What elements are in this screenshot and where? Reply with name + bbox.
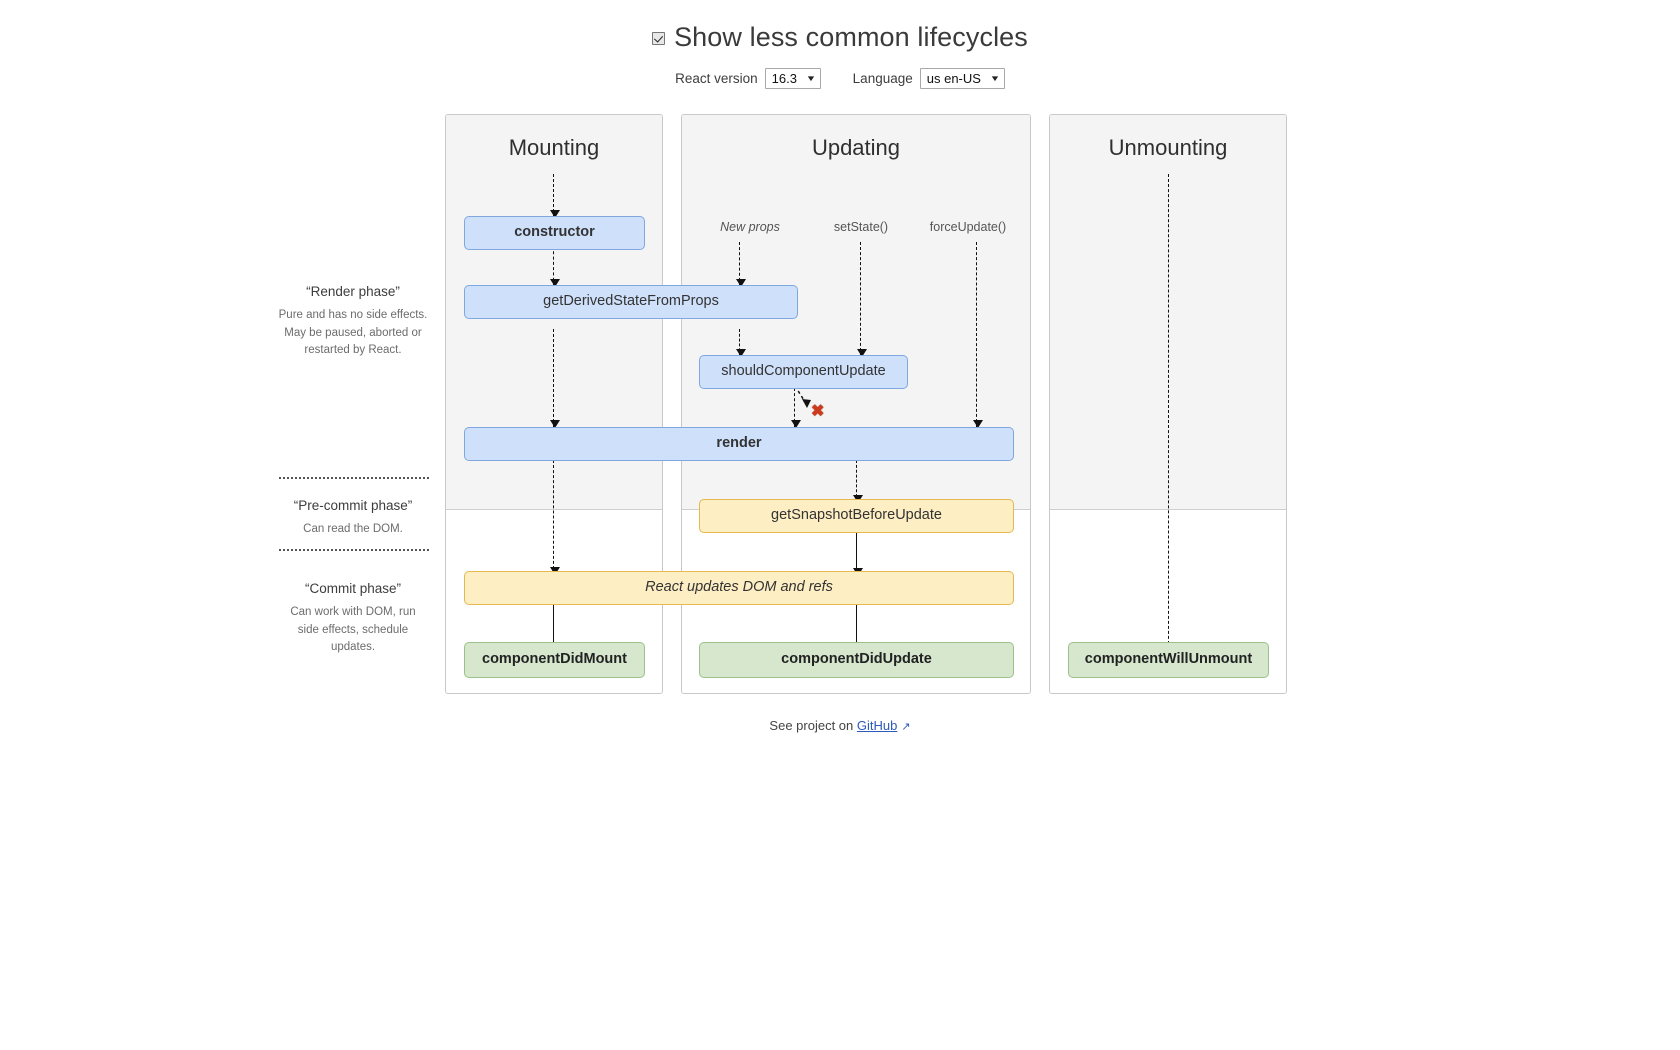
- phase-render: “Render phase” Pure and has no side effe…: [268, 284, 438, 360]
- box-component-will-unmount[interactable]: componentWillUnmount: [1068, 642, 1269, 678]
- box-get-derived-state-from-props[interactable]: getDerivedStateFromProps: [464, 285, 798, 319]
- footer: See project on GitHub↗: [0, 718, 1680, 733]
- page-title: Show less common lifecycles: [652, 22, 1028, 53]
- skip-update-marker: ✖: [811, 403, 825, 420]
- phase-divider-bottom: [279, 549, 429, 551]
- box-get-snapshot-before-update[interactable]: getSnapshotBeforeUpdate: [699, 499, 1014, 533]
- language-select[interactable]: us en-US ▼: [919, 68, 1005, 89]
- box-render[interactable]: render: [464, 427, 1014, 461]
- box-component-did-mount[interactable]: componentDidMount: [464, 642, 645, 678]
- phase-pre-commit-title: “Pre-commit phase”: [293, 498, 413, 513]
- phase-commit: “Commit phase” Can work with DOM, run si…: [268, 581, 438, 657]
- column-unmounting-title: Unmounting: [1108, 135, 1228, 160]
- box-constructor[interactable]: constructor: [464, 216, 645, 250]
- column-mounting: Mounting: [445, 114, 663, 694]
- chevron-down-icon: ▼: [805, 74, 817, 83]
- box-component-did-update[interactable]: componentDidUpdate: [699, 642, 1014, 678]
- react-version-label: React version: [675, 71, 758, 86]
- mounting-phase-divider: [446, 509, 662, 510]
- phase-pre-commit-desc: Can read the DOM.: [303, 523, 403, 535]
- box-should-component-update[interactable]: shouldComponentUpdate: [699, 355, 908, 389]
- column-mounting-title: Mounting: [508, 135, 600, 160]
- external-link-icon: ↗: [901, 721, 911, 733]
- react-version-control: React version 16.3 ▼: [675, 68, 821, 89]
- react-version-select[interactable]: 16.3 ▼: [764, 68, 821, 89]
- phase-render-desc: Pure and has no side effects. May be pau…: [278, 309, 428, 356]
- trigger-setstate: setState(): [833, 220, 889, 234]
- footer-prefix: See project on: [769, 718, 857, 733]
- box-react-updates-dom-and-refs: React updates DOM and refs: [464, 571, 1014, 605]
- show-less-common-lifecycles-checkbox[interactable]: [652, 32, 666, 45]
- controls-bar: React version 16.3 ▼ Language us en-US ▼: [0, 68, 1680, 89]
- page-title-label: Show less common lifecycles: [674, 22, 1028, 52]
- arrow-scu-skip: [794, 385, 811, 408]
- language-control: Language us en-US ▼: [853, 68, 1005, 89]
- page-header: Show less common lifecycles: [0, 22, 1680, 53]
- react-version-value: 16.3: [771, 71, 797, 86]
- github-link[interactable]: GitHub: [856, 718, 898, 733]
- phase-pre-commit: “Pre-commit phase” Can read the DOM.: [268, 498, 438, 539]
- language-value: us en-US: [926, 71, 981, 86]
- chevron-down-icon: ▼: [989, 74, 1001, 83]
- phase-commit-desc: Can work with DOM, run side effects, sch…: [290, 606, 416, 653]
- trigger-new-props: New props: [720, 220, 780, 234]
- language-label: Language: [852, 71, 913, 86]
- phase-divider-top: [279, 477, 429, 479]
- phase-commit-title: “Commit phase”: [304, 581, 402, 596]
- trigger-forceupdate: forceUpdate(): [929, 220, 1007, 234]
- lifecycle-diagram: “Render phase” Pure and has no side effe…: [0, 114, 1680, 694]
- phase-render-title: “Render phase”: [306, 284, 400, 299]
- column-updating-title: Updating: [811, 135, 901, 160]
